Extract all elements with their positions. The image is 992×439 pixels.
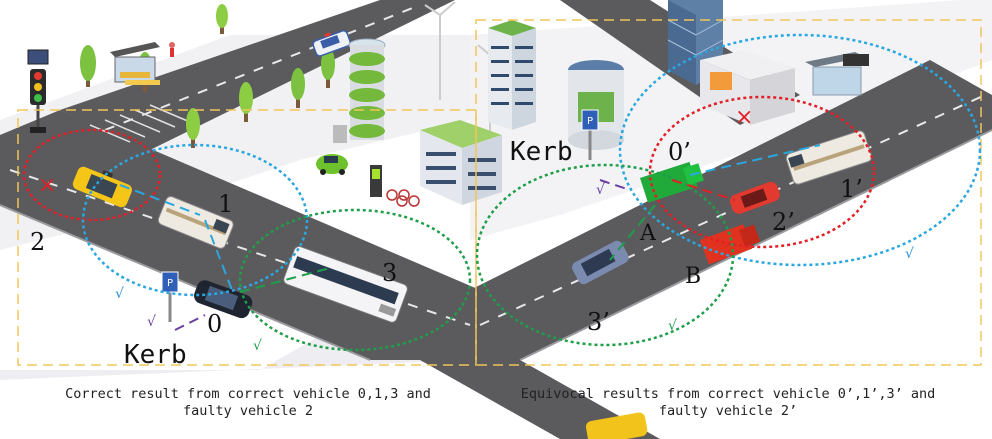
vehicle-label-0prime: 0’ <box>668 138 691 166</box>
bus-stop-icon <box>110 42 160 85</box>
vehicle-label-1: 1 <box>218 190 233 218</box>
svg-text:P: P <box>587 116 593 127</box>
right-caption-line1: Equivocal results from correct vehicle 0… <box>520 386 936 402</box>
parking-sign-icon: P <box>161 271 179 322</box>
electric-car-icon <box>316 154 348 175</box>
vehicle-label-0: 0 <box>207 310 222 338</box>
bike-rack-icon <box>386 189 420 207</box>
vehicle-label-A: A <box>639 221 657 246</box>
check-mark-right-1: √ <box>596 182 605 198</box>
sidewalk-bottom-left <box>0 300 470 380</box>
rv-vehicle-1 <box>157 196 234 249</box>
left-caption-line1: Correct result from correct vehicle 0,1,… <box>65 386 431 402</box>
red-car-vehicle-2prime <box>729 181 780 214</box>
kerb-label-left: Kerb <box>124 340 187 370</box>
kerb-label-right: Kerb <box>510 137 573 167</box>
bus-stop-icon <box>805 52 869 96</box>
right-caption-line2: faulty vehicle 2’ <box>658 403 798 419</box>
cross-mark-right: × <box>735 105 753 130</box>
vehicle-label-3prime: 3’ <box>587 308 610 336</box>
check-mark-right-2: √ <box>905 246 914 262</box>
red-truck-vehicle-B <box>700 224 761 265</box>
parking-bays <box>89 104 191 143</box>
building-icon <box>700 50 795 125</box>
pedestrian-icon <box>169 42 175 57</box>
left-caption: Correct result from correct vehicle 0,1,… <box>20 386 476 420</box>
cross-mark-left: × <box>38 173 56 198</box>
range-circle-vehicle-2 <box>22 128 162 222</box>
vehicle-label-2prime: 2’ <box>772 208 795 236</box>
rv-vehicle-1prime <box>785 130 873 185</box>
parking-sign-icon: P <box>581 109 599 160</box>
yellow-vehicle-edge <box>585 412 648 439</box>
road-bottom <box>420 360 660 439</box>
range-circle-vehicle-1prime <box>618 33 982 267</box>
svg-text:P: P <box>167 278 173 289</box>
check-mark-left-2: √ <box>147 314 156 330</box>
check-mark-left-1: √ <box>115 286 124 302</box>
kerb-edges <box>0 129 992 361</box>
road-left-up <box>60 0 455 150</box>
vehicle-label-B: B <box>685 264 701 289</box>
right-caption: Equivocal results from correct vehicle 0… <box>478 386 978 420</box>
building-icon <box>488 20 536 130</box>
range-circle-vehicle-1 <box>81 143 309 297</box>
comm-lines <box>119 144 821 331</box>
range-circle-vehicle-3 <box>238 208 472 352</box>
bus-vehicle-3 <box>283 245 408 323</box>
vehicle-label-3: 3 <box>382 259 397 287</box>
building-icon <box>420 120 502 205</box>
vehicle-label-1prime: 1’ <box>840 175 863 203</box>
traffic-light-icon <box>27 49 49 133</box>
range-circle-vehicle-2prime <box>648 95 876 249</box>
building-icon <box>568 60 624 150</box>
right-panel-border <box>475 19 982 366</box>
left-panel-border <box>17 109 477 366</box>
check-mark-left-3: √ <box>253 338 262 354</box>
suv-vehicle-3prime <box>572 240 629 285</box>
range-circle-vehicle-3prime <box>475 163 735 347</box>
vehicle-label-2: 2 <box>30 228 45 256</box>
black-car-vehicle-0 <box>194 280 253 319</box>
check-mark-right-3: √ <box>668 318 677 334</box>
charging-station-icon <box>370 165 382 197</box>
left-caption-line2: faulty vehicle 2 <box>182 403 314 419</box>
police-car-icon <box>312 30 351 57</box>
